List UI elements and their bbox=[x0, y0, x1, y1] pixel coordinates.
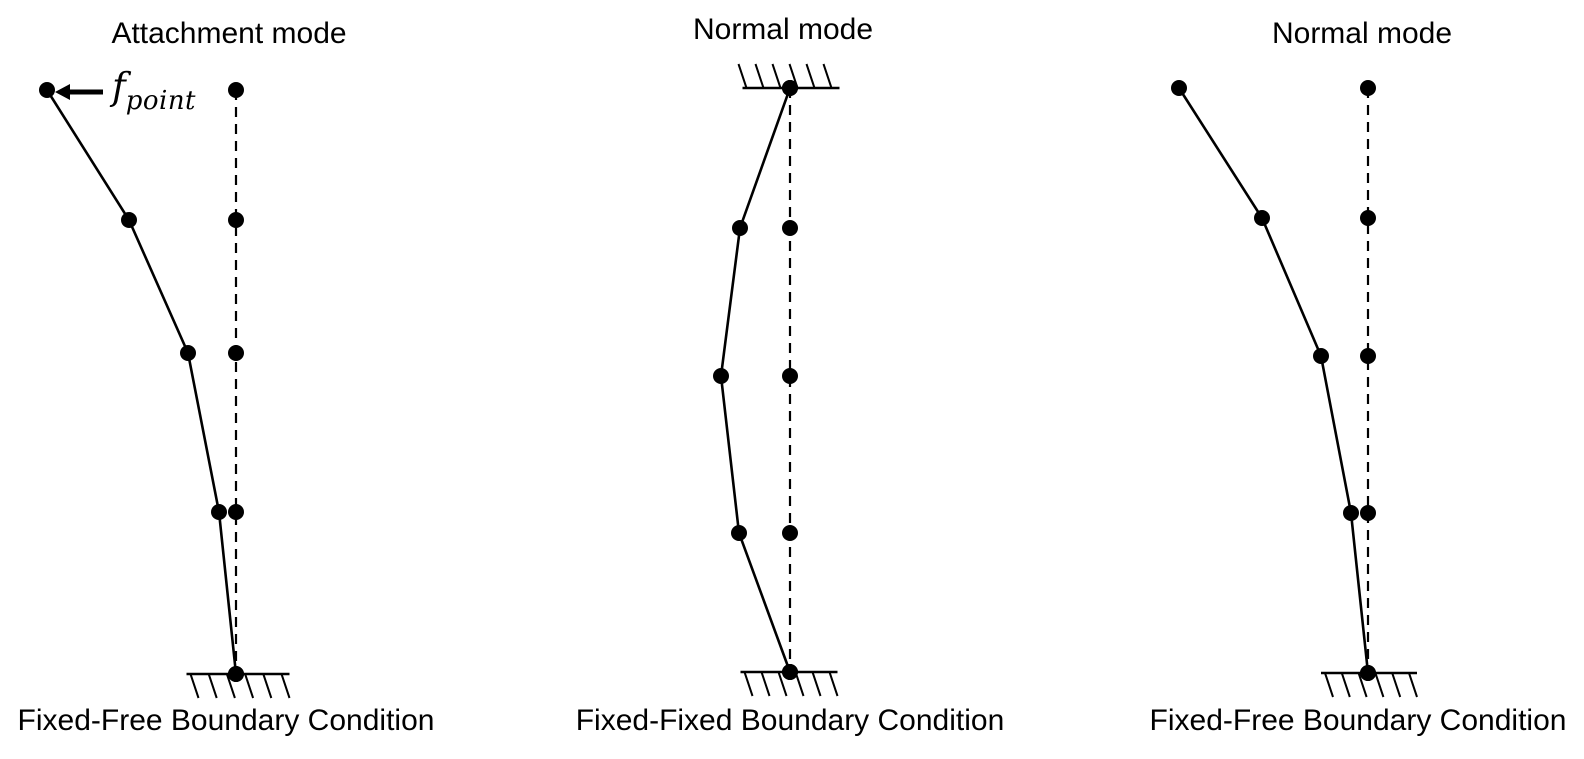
hatch-mark bbox=[822, 63, 833, 89]
undeformed-node-dot bbox=[228, 82, 244, 98]
panel-2-normal-mode bbox=[713, 63, 840, 697]
deformed-node-dot bbox=[1254, 210, 1270, 226]
deformed-node-dot bbox=[1360, 665, 1376, 681]
force-point-label: fpoint bbox=[112, 68, 196, 114]
deformed-node-dot bbox=[1343, 505, 1359, 521]
hatch-mark bbox=[754, 63, 765, 89]
hatch-mark bbox=[805, 63, 816, 89]
panel-3-normal-mode bbox=[1171, 80, 1418, 698]
deformed-node-dot bbox=[1313, 348, 1329, 364]
hatch-mark bbox=[737, 63, 748, 89]
hatch-mark bbox=[1357, 672, 1368, 698]
hatch-mark bbox=[244, 673, 255, 699]
undeformed-node-dot bbox=[228, 504, 244, 520]
deformed-node-dot bbox=[180, 345, 196, 361]
deformed-node-dot bbox=[731, 525, 747, 541]
deformed-node-dot bbox=[732, 220, 748, 236]
caption-fixed-fixed: Fixed-Fixed Boundary Condition bbox=[575, 704, 1005, 737]
undeformed-node-dot bbox=[228, 212, 244, 228]
hatch-mark bbox=[760, 671, 771, 697]
hatch-mark bbox=[777, 671, 788, 697]
deformed-node-dot bbox=[713, 368, 729, 384]
undeformed-node-dot bbox=[782, 525, 798, 541]
hatch-mark bbox=[1340, 672, 1351, 698]
hatch-mark bbox=[811, 671, 822, 697]
arrow-head bbox=[55, 84, 70, 100]
panel-title-normal-mode-fixed-free: Normal mode bbox=[1271, 17, 1453, 50]
hatch-mark bbox=[828, 671, 839, 697]
hatch-mark bbox=[189, 673, 200, 699]
deformed-node-dot bbox=[782, 664, 798, 680]
deformed-mode-line bbox=[719, 87, 792, 673]
force-arrow-icon bbox=[55, 84, 103, 100]
deformed-node-dot bbox=[39, 82, 55, 98]
hatch-mark bbox=[207, 673, 218, 699]
hatch-mark bbox=[743, 671, 754, 697]
deformed-node-dot bbox=[211, 504, 227, 520]
hatch-mark bbox=[1408, 672, 1418, 698]
deformed-mode-line bbox=[1177, 87, 1370, 674]
deformed-node-dot bbox=[228, 666, 244, 682]
deformed-node-dot bbox=[1171, 80, 1187, 96]
hatch-mark bbox=[771, 63, 782, 89]
undeformed-node-dot bbox=[782, 220, 798, 236]
panel-1-attachment-mode bbox=[39, 82, 291, 699]
undeformed-node-dot bbox=[1360, 80, 1376, 96]
hatch-mark bbox=[262, 673, 273, 699]
hatch-mark bbox=[1391, 672, 1402, 698]
caption-fixed-free-left: Fixed-Free Boundary Condition bbox=[17, 704, 435, 737]
deformed-node-dot bbox=[782, 80, 798, 96]
caption-fixed-free-right: Fixed-Free Boundary Condition bbox=[1149, 704, 1567, 737]
deformed-mode-line bbox=[45, 89, 238, 675]
force-symbol: f bbox=[112, 65, 126, 108]
force-subscript: point bbox=[125, 86, 197, 116]
hatch-mark bbox=[225, 673, 236, 699]
hatch-mark bbox=[280, 673, 291, 699]
hatch-mark bbox=[1324, 672, 1334, 698]
undeformed-node-dot bbox=[1360, 505, 1376, 521]
undeformed-node-dot bbox=[1360, 348, 1376, 364]
deformed-node-dot bbox=[121, 212, 137, 228]
hatch-mark bbox=[1374, 672, 1385, 698]
panel-title-attachment-mode: Attachment mode bbox=[111, 17, 347, 50]
undeformed-node-dot bbox=[1360, 210, 1376, 226]
panel-title-normal-mode-fixed-fixed: Normal mode bbox=[692, 13, 874, 46]
undeformed-node-dot bbox=[782, 368, 798, 384]
undeformed-node-dot bbox=[228, 345, 244, 361]
